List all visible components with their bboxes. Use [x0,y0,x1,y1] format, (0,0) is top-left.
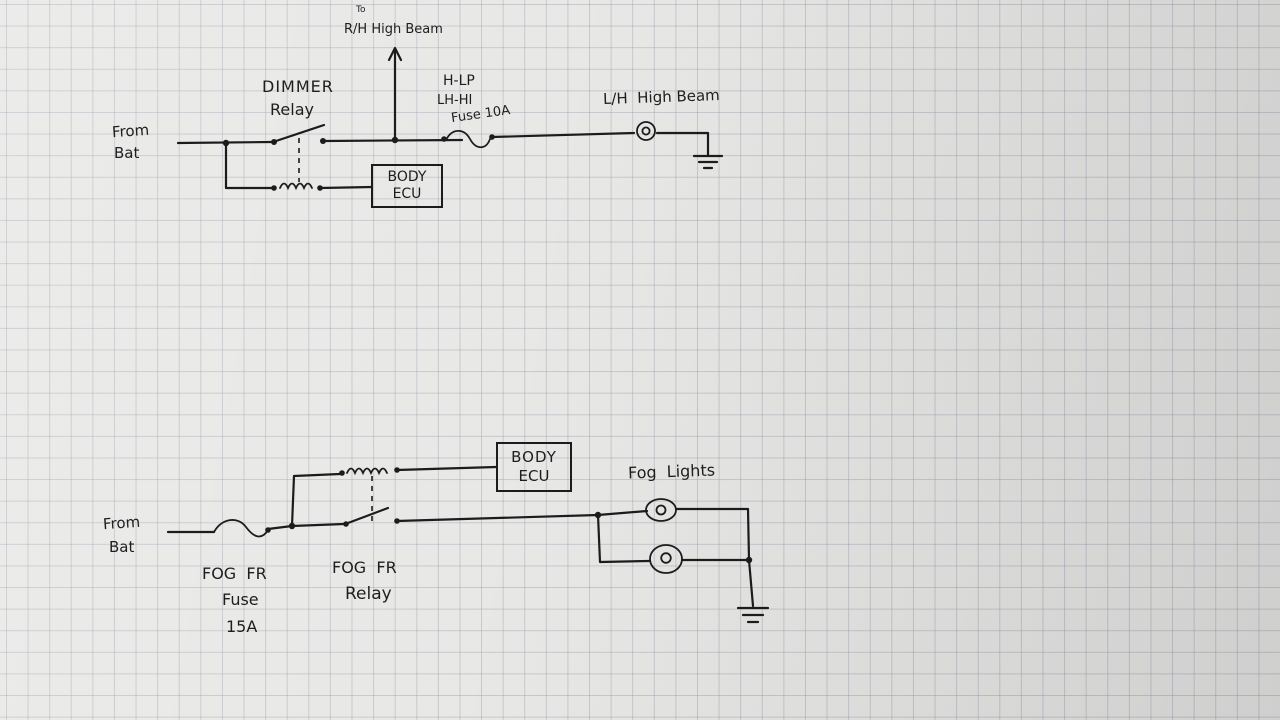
hb-lamp-wire [490,131,636,139]
hb-relay-label-dimmer: DIMMER [262,77,334,96]
fog-ground-symbol [736,606,770,624]
fog-relay-switch-blade [346,506,390,525]
fog-relay-label-relay: Relay [345,584,392,604]
hb-relay-switch-blade [274,123,326,143]
hb-body-ecu-box: BODY ECU [371,164,443,208]
hb-source-label-bat: Bat [114,144,140,162]
hb-ecu-label-body: BODY [387,169,427,185]
fog-ground-wire [747,558,755,608]
hb-coil-to-ecu [318,185,374,190]
fog-upper-lamp-outline [645,498,677,522]
fog-coil-to-ecu [395,465,498,472]
fog-circuit [166,465,770,624]
hb-relay-label-relay: Relay [270,100,314,119]
fog-fuse-symbol [213,519,269,538]
hb-coil-feed [224,141,276,190]
hb-arrow-label-rh-high-beam: R/H High Beam [344,22,443,37]
hb-source-label-from: From [111,120,150,142]
fog-lower-lamp-wire [596,513,651,564]
fog-upper-lamp-filament [655,504,667,516]
hb-lamp-to-ground [655,131,710,157]
fog-lamps-label: Fog Lights [627,460,716,483]
fog-source-label-from: From [102,512,141,534]
hb-ground-symbol [692,154,724,170]
hb-lamp-label: L/H High Beam [602,85,721,109]
hb-ecu-label-ecu: ECU [392,186,422,202]
hb-relay-coil [279,182,313,191]
fog-lower-lamp-filament [660,552,672,564]
fog-source-label-bat: Bat [109,538,135,556]
fog-relay-wire [290,522,346,528]
fog-body-ecu-box: BODY ECU [496,442,572,492]
fog-upper-lamp-wire [596,509,649,517]
fog-wire-to-junction [266,524,294,531]
hb-lamp-outline [636,121,656,141]
fog-fuse-label-name: FOG FR [202,564,267,583]
fog-relay-coil [346,467,388,476]
hb-fuse-label-lhhi: LH-HI [437,93,473,108]
high-beam-circuit [176,46,724,191]
hb-arrow-label-to: To [356,5,366,15]
fog-upper-lamp-return [674,507,751,562]
fog-coil-contact-left [339,470,345,476]
fog-fuse-label-15a: 15A [226,617,258,636]
fog-coil-feed [290,472,342,528]
hb-branch-arrowhead [387,46,403,62]
hb-fuse-label-hlp: H-LP [443,73,475,89]
hb-fuse-symbol [445,129,491,149]
fog-fuse-label-fuse: Fuse [222,590,259,609]
hb-lamp-filament [641,126,651,136]
fog-lower-lamp-outline [649,544,683,574]
fog-relay-label-name: FOG FR [332,558,397,577]
fog-ecu-label-body: BODY [511,448,557,466]
hb-relay-contact-right [320,138,326,144]
fog-lamp-feed [395,513,600,523]
hb-coil-contact-left [271,185,277,191]
fog-ecu-label-ecu: ECU [518,467,550,485]
